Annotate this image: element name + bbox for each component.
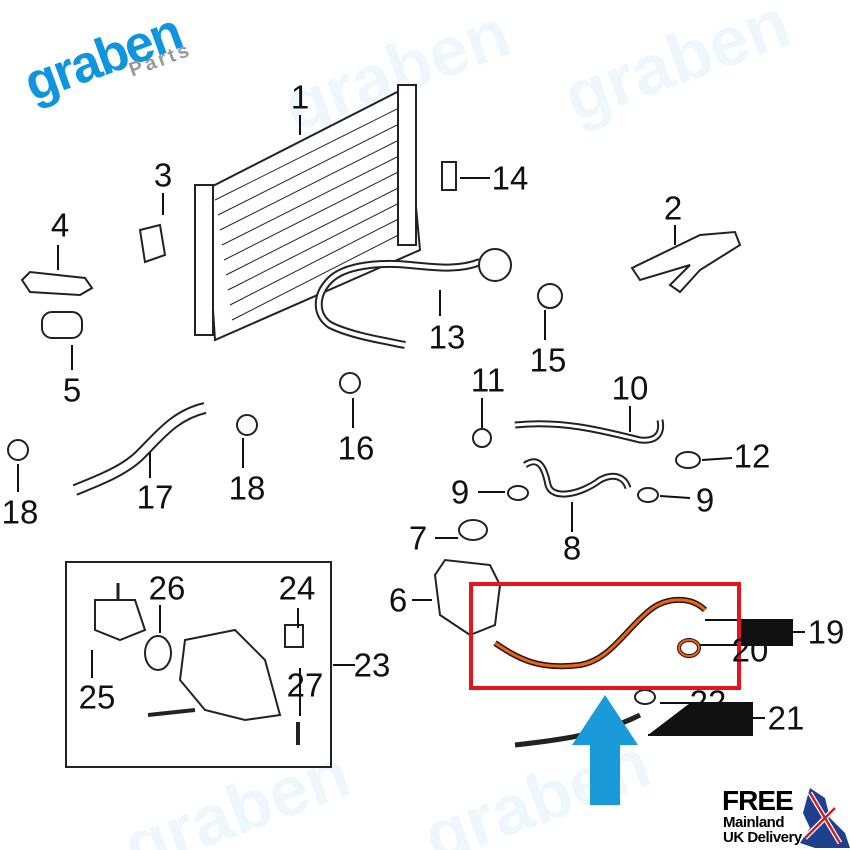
callout-24: 24	[278, 569, 316, 607]
radiator-part	[194, 84, 422, 342]
callout-6: 6	[388, 581, 408, 619]
callout-9a: 9	[450, 473, 470, 511]
callout-22: 22	[689, 683, 727, 721]
callout-4: 4	[50, 206, 70, 244]
callout-17: 17	[136, 478, 174, 516]
callout-13: 13	[428, 318, 466, 356]
uk-flag-map	[800, 788, 850, 848]
callout-12: 12	[733, 437, 771, 475]
callout-27: 27	[286, 666, 324, 704]
callout-15: 15	[529, 341, 567, 379]
pointer-arrow	[572, 695, 638, 805]
callout-26: 26	[148, 569, 186, 607]
callout-9b: 9	[695, 481, 715, 519]
callout-7: 7	[408, 519, 428, 557]
callout-20: 20	[731, 631, 769, 669]
callout-10: 10	[611, 369, 649, 407]
callout-2: 2	[663, 189, 683, 227]
highlight-box	[469, 582, 741, 690]
highlighted-hose-part	[493, 596, 708, 670]
callout-3: 3	[153, 156, 173, 194]
callout-5: 5	[62, 371, 82, 409]
callout-8: 8	[562, 529, 582, 567]
callout-18b: 18	[1, 493, 39, 531]
callout-11: 11	[470, 361, 506, 399]
callout-18a: 18	[228, 469, 266, 507]
callout-23: 23	[353, 646, 391, 684]
callout-19: 19	[807, 613, 845, 651]
callout-1: 1	[290, 78, 310, 116]
callout-14: 14	[491, 159, 529, 197]
callout-21: 21	[767, 699, 805, 737]
callout-25: 25	[78, 678, 116, 716]
callout-16: 16	[337, 429, 375, 467]
